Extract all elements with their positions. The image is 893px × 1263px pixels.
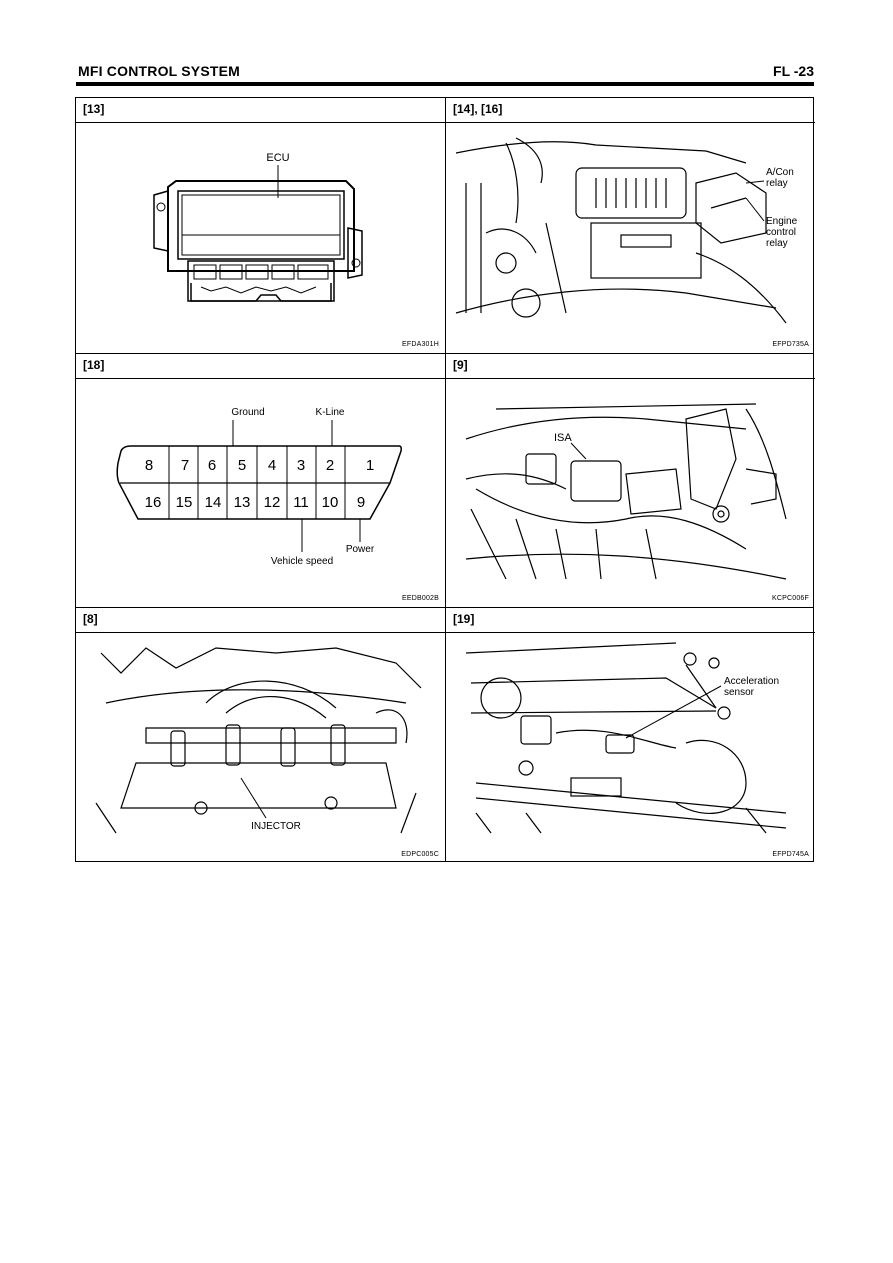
header-rule <box>76 82 814 86</box>
callout-injector: INJECTOR <box>251 821 301 832</box>
callout-acon-relay: relay <box>766 178 788 189</box>
pin-6: 6 <box>208 457 216 474</box>
callout-ground: Ground <box>231 407 264 418</box>
pin-13: 13 <box>234 494 251 511</box>
relay-illustration: A/Con relay Engine control relay <box>455 137 798 324</box>
figure-code: EDPC005C <box>401 851 439 858</box>
figure-code: EFDA301H <box>401 341 439 348</box>
callout-engine-relay: relay <box>766 238 788 249</box>
figure-code: EFPD745A <box>772 851 809 858</box>
pin-15: 15 <box>176 494 193 511</box>
pin-7: 7 <box>181 457 189 474</box>
dlc-connector-diagram: Ground K-Line 8 7 6 5 4 3 2 1 16 15 14 1… <box>116 407 402 567</box>
connector-outline <box>116 445 402 520</box>
callout-engine: Engine <box>766 216 798 227</box>
section-title: MFI CONTROL SYSTEM <box>78 63 241 79</box>
callout-acceleration: Acceleration <box>724 676 779 687</box>
pin-5: 5 <box>238 457 246 474</box>
panel-connector: [18] Ground K-Line 8 7 6 5 4 3 2 1 16 15 <box>76 354 445 607</box>
ecu-illustration: ECU <box>153 152 363 302</box>
figure-code: EFPD735A <box>772 341 809 348</box>
figure-grid: [13] ECU EFDA301H [14 <box>75 97 815 863</box>
grid-divider-vertical <box>445 98 446 861</box>
callout-kline: K-Line <box>316 407 345 418</box>
panel-label: [13] <box>83 102 105 116</box>
panel-isa: [9] ISA KCPC006F <box>446 354 815 607</box>
pin-10: 10 <box>322 494 339 511</box>
page-number: FL -23 <box>773 63 814 79</box>
pin-16: 16 <box>145 494 162 511</box>
pin-8: 8 <box>145 457 153 474</box>
pin-2: 2 <box>326 457 334 474</box>
figure-code: EEDB002B <box>401 595 439 602</box>
callout-isa: ISA <box>554 432 572 444</box>
pin-3: 3 <box>297 457 305 474</box>
isa-illustration: ISA <box>465 403 787 580</box>
callout-acon: A/Con <box>766 167 794 178</box>
panel-label: [18] <box>83 358 105 372</box>
panel-label: [19] <box>453 612 475 626</box>
panel-injector: [8] INJECTOR EDPC005C <box>76 608 445 863</box>
callout-vehicle-speed: Vehicle speed <box>271 556 333 567</box>
pin-11: 11 <box>293 494 309 511</box>
panel-ecu: [13] ECU EFDA301H <box>76 98 445 353</box>
pin-14: 14 <box>205 494 222 511</box>
grid-divider-row2 <box>76 607 813 608</box>
pin-4: 4 <box>268 457 276 474</box>
injector-illustration: INJECTOR <box>95 647 422 834</box>
panel-label: [8] <box>83 612 98 626</box>
callout-ecu: ECU <box>266 152 289 164</box>
figure-code: KCPC006F <box>771 595 809 602</box>
pin-1: 1 <box>366 457 374 474</box>
pin-9: 9 <box>357 494 365 511</box>
callout-control: control <box>766 227 796 238</box>
grid-divider-row1 <box>76 353 813 354</box>
panel-relays: [14], [16] <box>446 98 815 353</box>
panel-label: [14], [16] <box>453 102 503 116</box>
panel-acceleration-sensor: [19] Acceleration sens <box>446 608 815 863</box>
callout-sensor: sensor <box>724 687 755 698</box>
panel-label: [9] <box>453 358 468 372</box>
pin-12: 12 <box>264 494 281 511</box>
callout-power: Power <box>346 544 375 555</box>
acceleration-sensor-illustration: Acceleration sensor <box>465 642 787 834</box>
